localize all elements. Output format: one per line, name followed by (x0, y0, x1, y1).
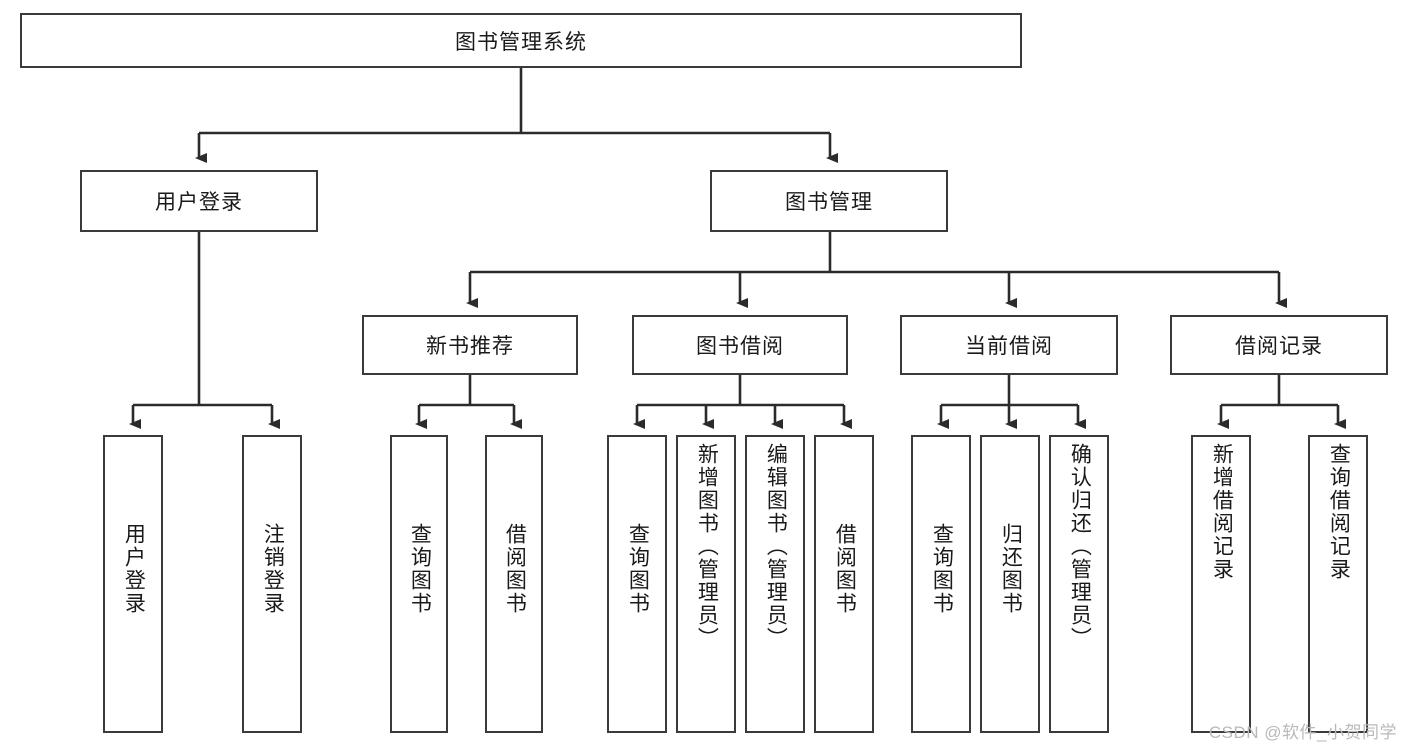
node-current-borrow[interactable]: 当前借阅 (900, 315, 1118, 375)
node-label: 新增借阅记录 (1210, 443, 1234, 581)
node-label: 借阅图书 (503, 523, 527, 615)
node-leaf-borrow-books[interactable]: 借阅图书 (814, 435, 874, 733)
node-label: 图书借阅 (696, 335, 784, 358)
node-leaf-borrow-books-recommend[interactable]: 借阅图书 (485, 435, 543, 733)
node-leaf-edit-book-admin[interactable]: 编辑图书（管理员） (745, 435, 805, 733)
node-label: 用户登录 (155, 191, 243, 214)
node-label: 查询图书 (930, 523, 954, 615)
node-borrow-record[interactable]: 借阅记录 (1170, 315, 1388, 375)
node-book-borrow[interactable]: 图书借阅 (632, 315, 848, 375)
node-leaf-user-login[interactable]: 用户登录 (103, 435, 163, 733)
node-root-book-management-system[interactable]: 图书管理系统 (20, 13, 1022, 68)
node-label: 查询图书 (626, 523, 650, 615)
node-label: 图书管理系统 (455, 30, 587, 54)
node-label: 查询借阅记录 (1327, 443, 1351, 581)
node-label: 编辑图书（管理员） (764, 443, 788, 650)
node-new-book-recommend[interactable]: 新书推荐 (362, 315, 578, 375)
node-user-login[interactable]: 用户登录 (80, 170, 318, 232)
node-label: 当前借阅 (965, 335, 1053, 358)
node-leaf-add-borrow-record[interactable]: 新增借阅记录 (1191, 435, 1251, 733)
node-label: 借阅记录 (1235, 335, 1323, 358)
node-label: 确认归还（管理员） (1068, 443, 1092, 650)
node-leaf-query-books-borrow[interactable]: 查询图书 (607, 435, 667, 733)
node-leaf-add-book-admin[interactable]: 新增图书（管理员） (676, 435, 736, 733)
node-label: 归还图书 (999, 523, 1023, 615)
node-leaf-logout[interactable]: 注销登录 (242, 435, 302, 733)
node-book-management[interactable]: 图书管理 (710, 170, 948, 232)
watermark-text: CSDN @软件_小贺同学 (1208, 723, 1397, 742)
node-label: 新书推荐 (426, 335, 514, 358)
node-leaf-query-books-current[interactable]: 查询图书 (911, 435, 971, 733)
node-leaf-query-books-recommend[interactable]: 查询图书 (390, 435, 448, 733)
node-leaf-confirm-return-admin[interactable]: 确认归还（管理员） (1049, 435, 1109, 733)
node-label: 图书管理 (785, 191, 873, 214)
node-label: 新增图书（管理员） (695, 443, 719, 650)
node-label: 用户登录 (122, 523, 146, 615)
node-label: 查询图书 (408, 523, 432, 615)
node-label: 注销登录 (261, 523, 285, 615)
node-label: 借阅图书 (833, 523, 857, 615)
node-leaf-query-borrow-record[interactable]: 查询借阅记录 (1308, 435, 1368, 733)
node-leaf-return-books[interactable]: 归还图书 (980, 435, 1040, 733)
